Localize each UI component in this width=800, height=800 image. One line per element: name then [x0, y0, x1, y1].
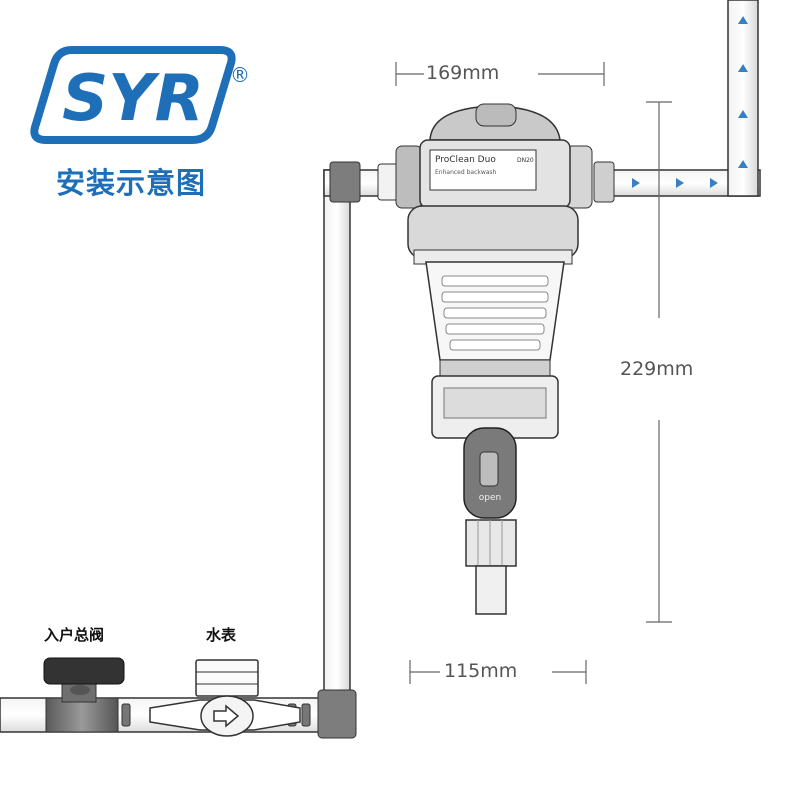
water-meter: [149, 659, 301, 737]
logo-brand: SYR: [62, 62, 204, 136]
product-tag: DN20: [517, 157, 534, 164]
dimension-width-top: 169mm: [426, 62, 500, 84]
outlet-pipe: [593, 0, 761, 203]
flow-arrow-icon: [213, 704, 240, 728]
dimension-width-bottom: 115mm: [444, 660, 518, 682]
label-water-meter: 水表: [206, 626, 237, 644]
logo-registered-mark: ®: [230, 63, 250, 87]
main-pipe: [0, 161, 385, 739]
main-valve: [43, 657, 125, 733]
label-main-valve: 入户总阀: [44, 626, 105, 644]
diagram-title: 安装示意图: [56, 166, 207, 200]
flow-arrows: [632, 16, 748, 188]
filter-unit: ProClean Duo DN20 Enhanced backwash open: [377, 103, 593, 615]
dimension-lines: [395, 62, 672, 684]
dimension-height: 229mm: [620, 358, 694, 380]
product-label: ProClean Duo: [435, 155, 496, 165]
syr-logo: SYR ®: [30, 46, 250, 144]
handle-label: open: [479, 493, 501, 503]
product-sublabel: Enhanced backwash: [435, 169, 497, 176]
